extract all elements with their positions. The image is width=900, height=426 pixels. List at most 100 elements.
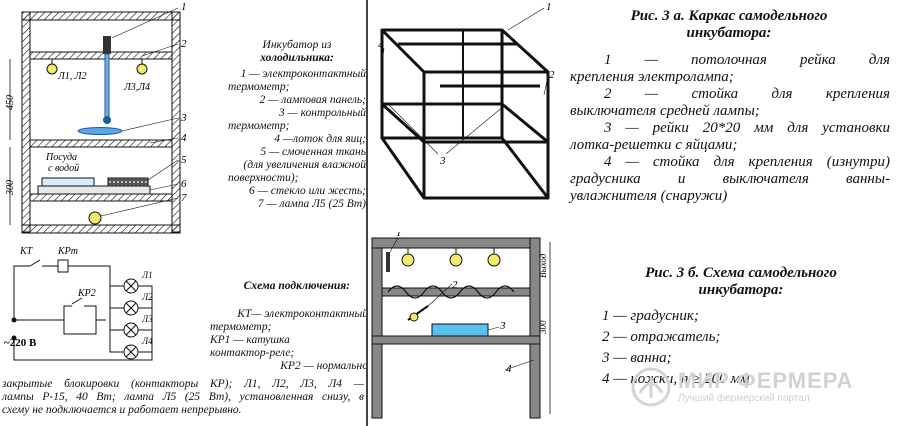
scheme-label-2: 2 [452, 279, 458, 291]
left-label-7: 7 [181, 192, 187, 204]
legend-line: 3 — контрольный [278, 107, 366, 119]
scheme-label-3: 3 [499, 320, 506, 332]
scheme-dim: 300 [538, 320, 548, 335]
lamp-right-label: Л3,Л4 [123, 82, 150, 93]
fig3b-title-2: инкубатора: [698, 282, 784, 298]
shelf-lamp-panel [29, 51, 173, 60]
legend-line: термометр; [228, 81, 290, 93]
conn-line: КТ— электроконтактный [237, 308, 368, 320]
contact-thermometer [104, 53, 110, 119]
wire-left [13, 265, 30, 320]
fig3a-title-1: Рис. 3 а. Каркас самодельного [630, 8, 828, 24]
incubator-frame-drawing: 1 2 3 4 [378, 1, 555, 200]
watermark-name: МИР ФЕРМЕРА [678, 368, 854, 393]
wet-cloth [107, 177, 149, 187]
legend-title-2: холодильника: [260, 52, 334, 64]
fridge-incubator-diagram: 450 300 Л1, Л2 Л3,Л4 Посуда с водой 1 2 … [5, 1, 187, 234]
conn-line: контактор-реле; [210, 347, 295, 359]
left-wall [21, 11, 31, 233]
fig3b-title-1: Рис. 3 б. Схема самодельного [645, 265, 837, 281]
connection-full: закрытые блокировки (контакторы КР); Л1,… [2, 378, 364, 417]
fig3a-line: градусника и выключателя ванны- [570, 171, 890, 187]
frame-top-back [380, 28, 550, 74]
fridge-legend-items: 1 — электроконтактный термометр; 2 — лам… [200, 68, 366, 211]
scheme-floor [371, 335, 541, 345]
connection-title: Схема подключения: [243, 280, 350, 292]
frame-label-2: 2 [549, 69, 555, 81]
scheme-right-wall [529, 237, 541, 419]
thermometer-head [103, 36, 111, 54]
fig3b-item: 2 — отражатель; [602, 329, 721, 345]
fig3b-title: Рис. 3 б. Схема самодельного инкубатора: [596, 265, 886, 299]
fig3a-line: выключателя средней лампы; [570, 103, 760, 119]
scheme-label-1: 1 [396, 232, 402, 239]
left-label-6: 6 [181, 178, 187, 190]
fig3b-item: 1 — градусник; [602, 308, 699, 324]
switch-kt [29, 259, 41, 267]
lamp-label-3: Л3 [141, 314, 153, 324]
legend-line: 6 — стекло или жесть; [249, 185, 366, 197]
egg-grid [387, 285, 515, 299]
label-kt: КТ [19, 246, 34, 257]
left-label-5: 5 [181, 154, 187, 166]
scheme-left-wall [371, 237, 383, 419]
glass-sheet [37, 185, 151, 195]
fig3a-line: 1 — потолочная рейка для [604, 52, 890, 68]
terminal-top [11, 317, 17, 323]
legend-line: термометр; [228, 120, 290, 132]
fig3a-line: крепления электролампа; [570, 69, 734, 85]
voltage-label: ~220 В [4, 337, 37, 349]
watermark-tagline: Лучший фермерский портал [678, 393, 810, 404]
label-krt: КРт [57, 246, 78, 257]
conn-line: КР2 — нормально [280, 360, 368, 372]
lamp-l3-l4 [136, 63, 148, 75]
conn-line: термометр; [210, 321, 272, 333]
fig3a-title: Рис. 3 а. Каркас самодельного инкубатора… [570, 8, 888, 42]
conn-line: КР1 — катушка [210, 334, 290, 346]
scheme-label-4: 4 [506, 363, 512, 375]
legend-line: 2 — ламповая панель; [259, 94, 366, 106]
lamp-label-4: Л4 [141, 336, 153, 346]
lamp-left-label: Л1, Л2 [57, 71, 87, 82]
dim-label-top: 450 [5, 95, 16, 110]
frame-label-4: 4 [378, 39, 384, 51]
panel-divider [366, 0, 368, 426]
bottom-wall [21, 224, 181, 234]
scheme-lamp-2 [449, 253, 463, 267]
connection-lines: КТ— электроконтактный термометр; КР1 — к… [210, 308, 368, 373]
fig3a-line: 2 — стойка для крепления [604, 86, 890, 102]
left-label-3: 3 [180, 112, 187, 124]
tray-note-2: с водой [48, 163, 79, 174]
fig3b-item: 3 — ванна; [602, 350, 672, 366]
logo-icon [631, 367, 671, 407]
legend-line: 4 —лоток для яиц; [274, 133, 366, 145]
legend-title-1: Инкубатор из [262, 39, 332, 51]
water-bath [431, 323, 489, 337]
fridge-legend-title: Инкубатор из холодильника: [232, 39, 362, 65]
relay-coil [57, 259, 69, 273]
frame-label-1: 1 [546, 1, 552, 13]
lamp-label-2: Л2 [141, 292, 153, 302]
conn-full-line: схему не подключается и работает непреры… [2, 404, 242, 416]
legend-line: 1 — электроконтактный [240, 68, 366, 80]
legend-line: (для увеличения влажной [243, 159, 366, 171]
scheme-lamp-3 [487, 253, 501, 267]
conn-full-line: лампы Р-15, 40 Вт; лампа Л5 (25 Вт), уст… [2, 391, 364, 403]
lamp-l1-l2 [46, 63, 58, 75]
incubator-scheme-drawing: Выход 300 1 2 3 4 [371, 232, 551, 419]
left-label-1: 1 [181, 1, 187, 13]
frame-label-3: 3 [439, 155, 446, 167]
thermometer [386, 252, 390, 272]
terminal-bottom [11, 335, 17, 341]
thermometer-bulb [103, 116, 111, 124]
shelf-egg-tray [29, 139, 173, 148]
top-wall [21, 11, 181, 21]
side-label: Выход [538, 253, 548, 278]
control-thermometer [77, 127, 123, 135]
fig3a-line: 4 — стойка для крепления (изнутри) [604, 154, 890, 170]
fig3a-line: увлажнителя (снаружи) [570, 188, 728, 204]
conn-full-line: закрытые блокировки (контакторы КР); Л1,… [2, 378, 364, 390]
left-label-2: 2 [181, 38, 187, 50]
frame-bottom [380, 136, 550, 200]
label-kr2: КР2 [77, 288, 96, 299]
